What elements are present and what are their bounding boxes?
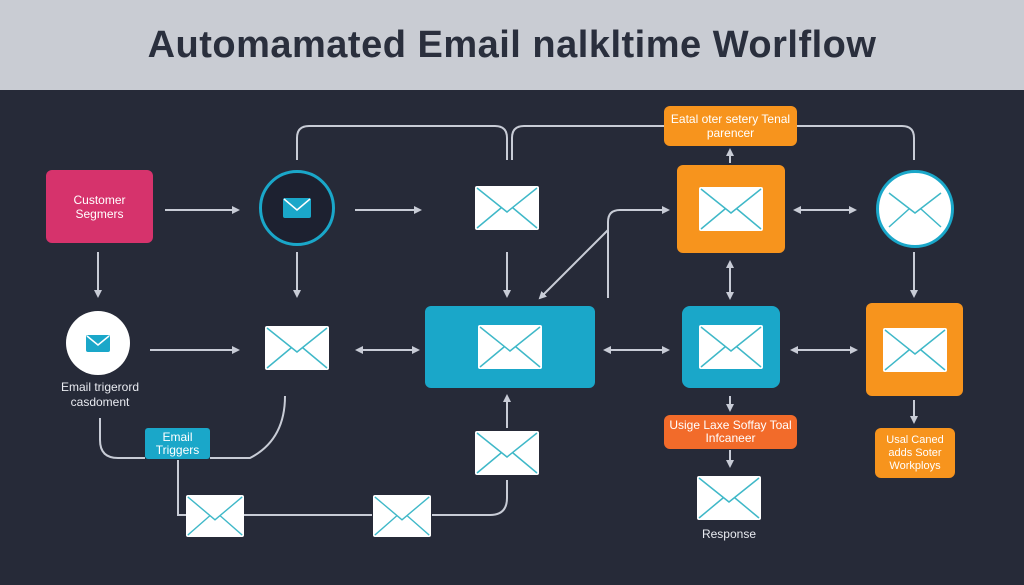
email-triggered-circle[interactable] bbox=[66, 311, 130, 375]
workflows-label-box[interactable]: Usal Caned adds Soter Workploys bbox=[875, 428, 955, 478]
connector bbox=[177, 460, 186, 516]
envelope-icon bbox=[888, 192, 942, 228]
envelope-icon[interactable] bbox=[265, 326, 329, 370]
customer-segments-label: Customer Segmers bbox=[73, 192, 126, 221]
title-bar: Automamated Email nalkltime Worlflow bbox=[0, 0, 1024, 90]
envelope-icon bbox=[86, 334, 110, 352]
email-triggers-box[interactable]: Email Triggers bbox=[145, 428, 210, 459]
connector bbox=[797, 125, 915, 160]
envelope-icon bbox=[882, 327, 947, 372]
email-triggered-label: Email trigerord casdoment bbox=[60, 380, 140, 409]
envelope-icon bbox=[699, 325, 763, 369]
response-label: Response bbox=[701, 527, 757, 541]
orange-email-box[interactable] bbox=[677, 165, 785, 253]
envelope-icon[interactable] bbox=[373, 495, 431, 537]
connector bbox=[607, 206, 670, 298]
white-email-circle[interactable] bbox=[876, 170, 954, 248]
page-title: Automamated Email nalkltime Worlflow bbox=[147, 23, 877, 66]
connector bbox=[210, 395, 286, 459]
connector bbox=[99, 418, 145, 459]
email-circle-node[interactable] bbox=[259, 170, 335, 246]
connector bbox=[511, 125, 664, 160]
envelope-icon bbox=[478, 325, 542, 369]
connector bbox=[432, 480, 508, 516]
cyan-email-box[interactable] bbox=[682, 306, 780, 388]
customer-segments-box[interactable]: Customer Segmers bbox=[46, 170, 153, 243]
connector bbox=[296, 125, 508, 160]
orange-right-box[interactable] bbox=[866, 303, 963, 396]
envelope-icon bbox=[699, 187, 763, 231]
envelope-icon[interactable] bbox=[186, 495, 244, 537]
envelope-icon[interactable] bbox=[475, 431, 539, 475]
envelope-icon[interactable] bbox=[475, 186, 539, 230]
envelope-icon[interactable] bbox=[697, 476, 761, 520]
envelope-icon bbox=[283, 198, 311, 218]
central-cyan-box[interactable] bbox=[425, 306, 595, 388]
connector bbox=[538, 229, 609, 300]
usage-label-box[interactable]: Usige Laxe Soffay Toal Infcaneer bbox=[664, 415, 797, 449]
top-orange-label[interactable]: Eatal oter setery Tenal parencer bbox=[664, 106, 797, 146]
